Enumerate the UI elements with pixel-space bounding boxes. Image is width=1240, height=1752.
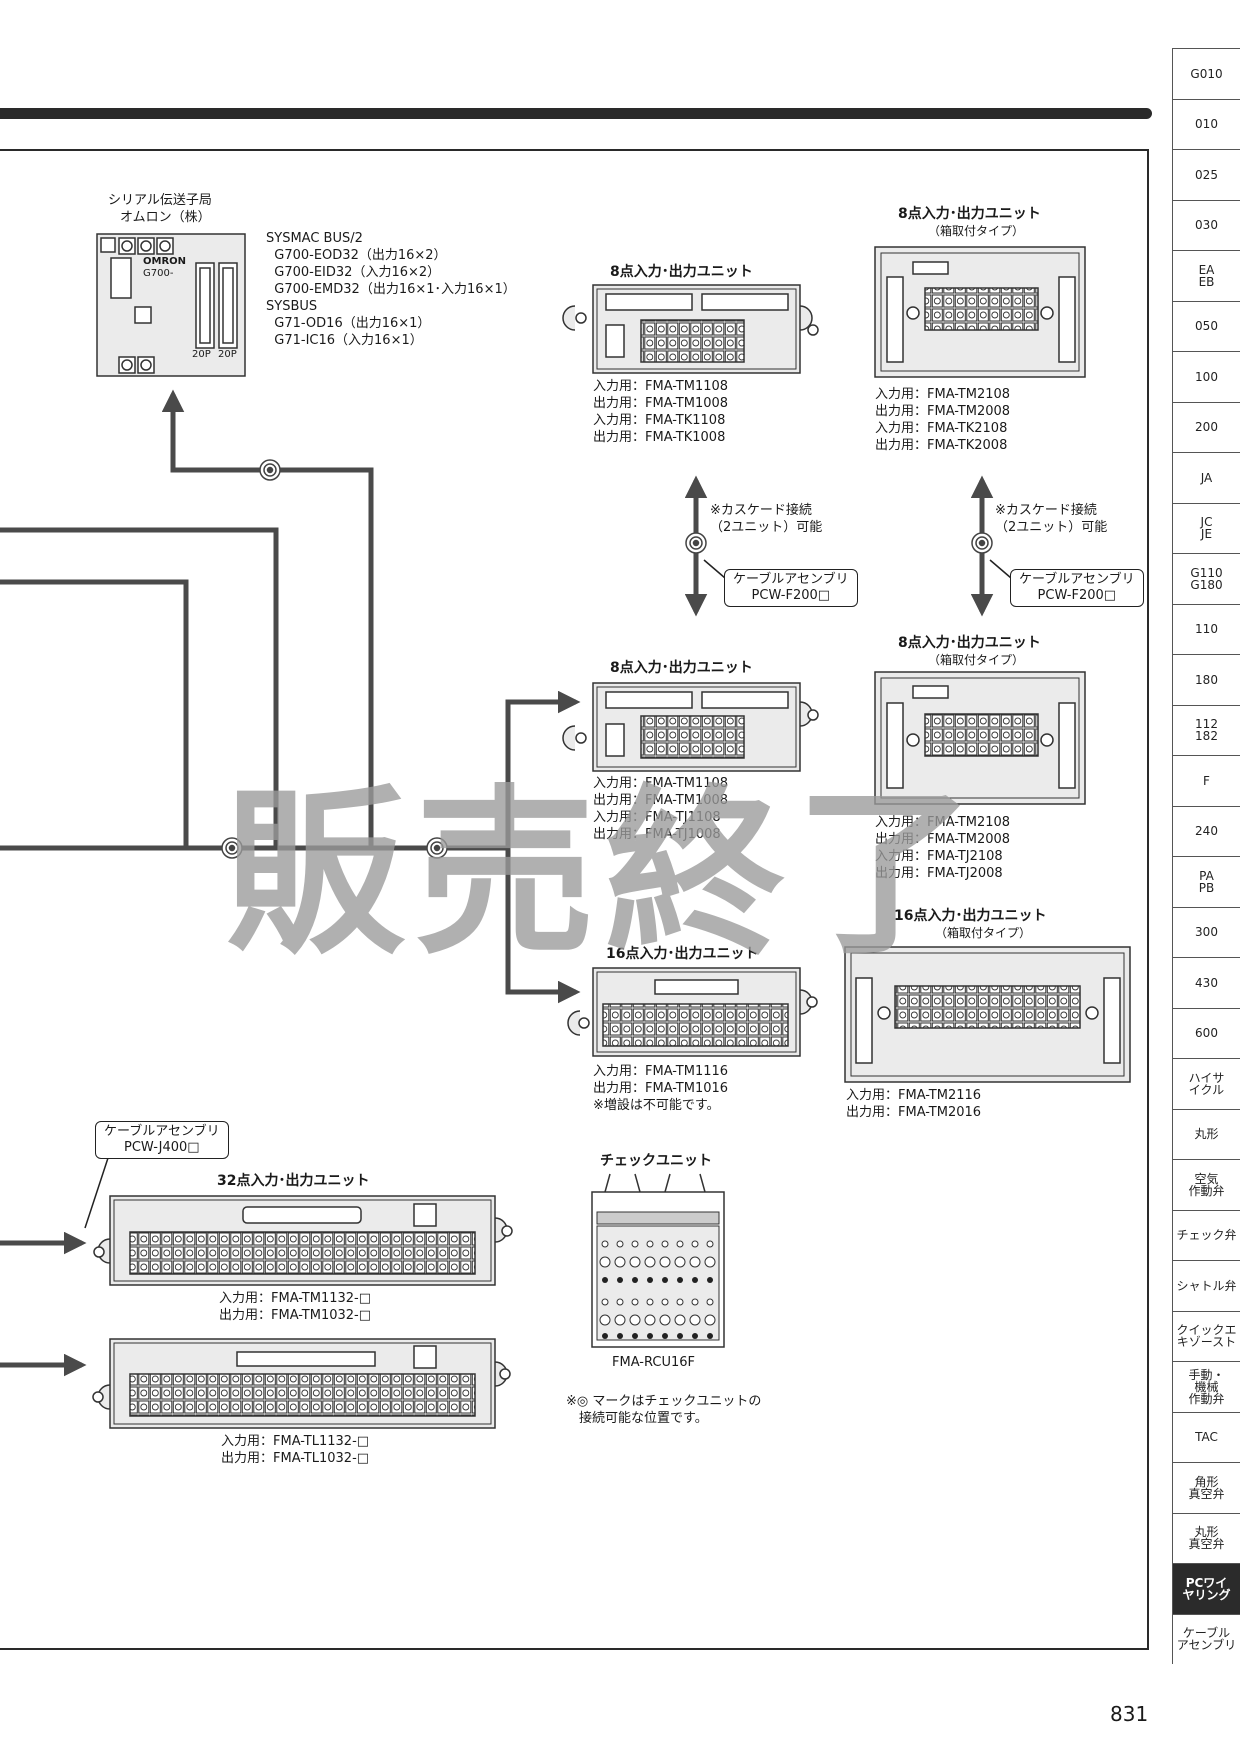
section-tab[interactable]: 112 182 [1172,704,1240,755]
cascade-note-a: ※カスケード接続 （2ユニット）可能 [710,503,823,535]
unit-8-a-drawing [562,284,819,374]
section-tab[interactable]: G110 G180 [1172,553,1240,604]
serial-conn-1: 20P [192,349,211,360]
callout-pointers [84,559,1012,1229]
unit-16-box-models: 入力用：FMA-TM2116 出力用：FMA-TM2016 [846,1088,982,1120]
unit-8-b-drawing [562,682,819,772]
cascade-note-b: ※カスケード接続 （2ユニット）可能 [995,503,1108,535]
section-tab[interactable]: ケーブル アセンブリ [1172,1613,1240,1664]
serial-conn-2: 20P [218,349,237,360]
serial-station-drawing [96,233,246,377]
serial-model: G700- [143,268,174,279]
section-tab[interactable]: 050 [1172,300,1240,351]
unit-8-a-title: 8点入力･出力ユニット [610,264,753,280]
section-tab[interactable]: G010 [1172,48,1240,99]
unit-8-box-b-subtitle: （箱取付タイプ） [928,653,1025,667]
unit-32-title: 32点入力･出力ユニット [217,1173,370,1189]
unit-16-box-drawing [844,946,1131,1083]
section-tab[interactable]: ハイサ イクル [1172,1058,1240,1109]
section-tab[interactable]: F [1172,755,1240,806]
unit-8-box-a-title: 8点入力･出力ユニット [898,206,1041,222]
unit-8-box-a-models: 入力用：FMA-TM2108 出力用：FMA-TM2008 入力用：FMA-TK… [875,387,1011,453]
serial-station-title: シリアル伝送子局 [108,193,212,208]
serial-brand: OMRON [143,256,187,267]
unit-32-b-drawing [92,1338,511,1429]
section-tab[interactable]: チェック弁 [1172,1209,1240,1260]
serial-model-list: SYSMAC BUS/2 G700-EOD32（出力16×2） G700-EID… [266,231,516,348]
header-bar [0,108,1152,119]
unit-16-title: 16点入力･出力ユニット [606,946,759,962]
unit-32-b-models: 入力用：FMA-TL1132-□ 出力用：FMA-TL1032-□ [221,1434,370,1466]
check-unit-model: FMA-RCU16F [612,1355,695,1370]
unit-32-a-drawing [93,1195,513,1286]
section-tab[interactable]: 030 [1172,199,1240,250]
unit-16-box-subtitle: （箱取付タイプ） [935,926,1032,940]
section-tab[interactable]: 110 [1172,603,1240,654]
check-points [221,459,993,859]
content-frame [0,149,1149,1650]
discontinued-watermark: 販売終了 [225,770,986,979]
section-tab[interactable]: PA PB [1172,856,1240,907]
section-tab[interactable]: 100 [1172,351,1240,402]
unit-8-box-a-drawing [874,246,1086,378]
section-tab[interactable]: シャトル弁 [1172,1260,1240,1311]
unit-16-box-title: 16点入力･出力ユニット [894,908,1047,924]
section-tab[interactable]: JC JE [1172,502,1240,553]
unit-16-models: 入力用：FMA-TM1116 出力用：FMA-TM1016 ※増設は不可能です。 [593,1064,729,1113]
section-tab[interactable]: EA EB [1172,250,1240,301]
section-tab[interactable]: 200 [1172,401,1240,452]
section-tab[interactable]: JA [1172,452,1240,503]
cable-callout-b: ケーブルアセンブリ PCW-F200□ [1010,569,1144,607]
section-tab[interactable]: 300 [1172,906,1240,957]
section-tab[interactable]: クイックエ キゾースト [1172,1310,1240,1361]
cable-callout-j400: ケーブルアセンブリ PCW-J400□ [95,1121,229,1159]
unit-8-b-models: 入力用：FMA-TM1108 出力用：FMA-TM1008 入力用：FMA-TJ… [593,776,729,842]
section-tab[interactable]: 丸形 [1172,1108,1240,1159]
section-tab[interactable]: 600 [1172,1007,1240,1058]
check-unit-title: チェックユニット [600,1153,712,1169]
cable-callout-a: ケーブルアセンブリ PCW-F200□ [724,569,858,607]
unit-8-box-b-models: 入力用：FMA-TM2108 出力用：FMA-TM2008 入力用：FMA-TJ… [875,815,1011,881]
section-tab[interactable]: 180 [1172,654,1240,705]
unit-8-b-title: 8点入力･出力ユニット [610,660,753,676]
unit-8-a-models: 入力用：FMA-TM1108 出力用：FMA-TM1008 入力用：FMA-TK… [593,379,729,445]
serial-station-maker: オムロン（株） [120,210,211,225]
section-tab[interactable]: 010 [1172,98,1240,149]
unit-16-drawing [567,967,818,1057]
unit-8-box-b-drawing [874,671,1086,805]
section-tab[interactable]: 丸形 真空弁 [1172,1512,1240,1563]
section-tab[interactable]: 430 [1172,957,1240,1008]
section-tab[interactable]: 025 [1172,149,1240,200]
page-number: 831 [1110,1702,1149,1726]
unit-8-box-b-title: 8点入力･出力ユニット [898,635,1041,651]
section-tab[interactable]: 240 [1172,805,1240,856]
section-tab[interactable]: 角形 真空弁 [1172,1462,1240,1513]
section-tab[interactable]: PCワイ ヤリング [1172,1563,1240,1614]
section-tab[interactable]: 手動・ 機械 作動弁 [1172,1361,1240,1412]
check-point-note: ※◎ マークはチェックユニットの 接続可能な位置です。 [566,1394,762,1426]
unit-8-box-a-subtitle: （箱取付タイプ） [928,224,1025,238]
section-tab[interactable]: TAC [1172,1411,1240,1462]
unit-32-a-models: 入力用：FMA-TM1132-□ 出力用：FMA-TM1032-□ [219,1291,372,1323]
check-unit-drawing [591,1173,725,1348]
section-tab[interactable]: 空気 作動弁 [1172,1159,1240,1210]
